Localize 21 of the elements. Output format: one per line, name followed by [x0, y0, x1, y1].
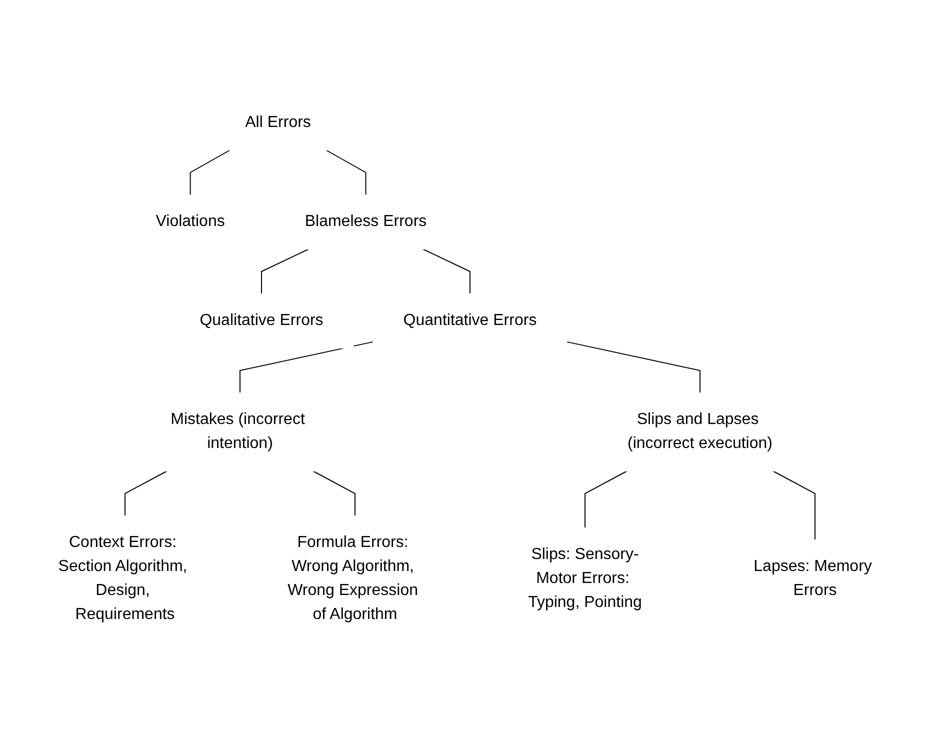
node-text: Blameless Errors [304, 213, 426, 230]
connector [584, 470, 628, 528]
node-text: Lapses: Memory Errors [753, 558, 872, 599]
node-text: Slips and Lapses (incorrect execution) [627, 411, 772, 452]
connector [260, 248, 309, 294]
node-text: Quantitative Errors [402, 312, 536, 329]
connector [566, 341, 700, 394]
node-text: Qualitative Errors [199, 312, 323, 329]
node-text: Slips: Sensory-Motor Errors: Typing, Pointing [528, 546, 642, 611]
node-text: Context Errors: Section Algorithm, Design, Requirements [58, 534, 187, 623]
connector [324, 150, 366, 196]
node-text: Violations [155, 213, 224, 230]
connector [189, 150, 230, 196]
connector [124, 470, 168, 516]
connector [422, 248, 470, 294]
node-text: All Errors [244, 114, 310, 131]
connector [239, 341, 374, 394]
connector [772, 470, 815, 540]
node-text: Mistakes (incorrect intention) [170, 411, 304, 452]
connector [312, 470, 355, 516]
node-text: Formula Errors: Wrong Algorithm, Wrong Expression of Algorithm [287, 534, 418, 623]
